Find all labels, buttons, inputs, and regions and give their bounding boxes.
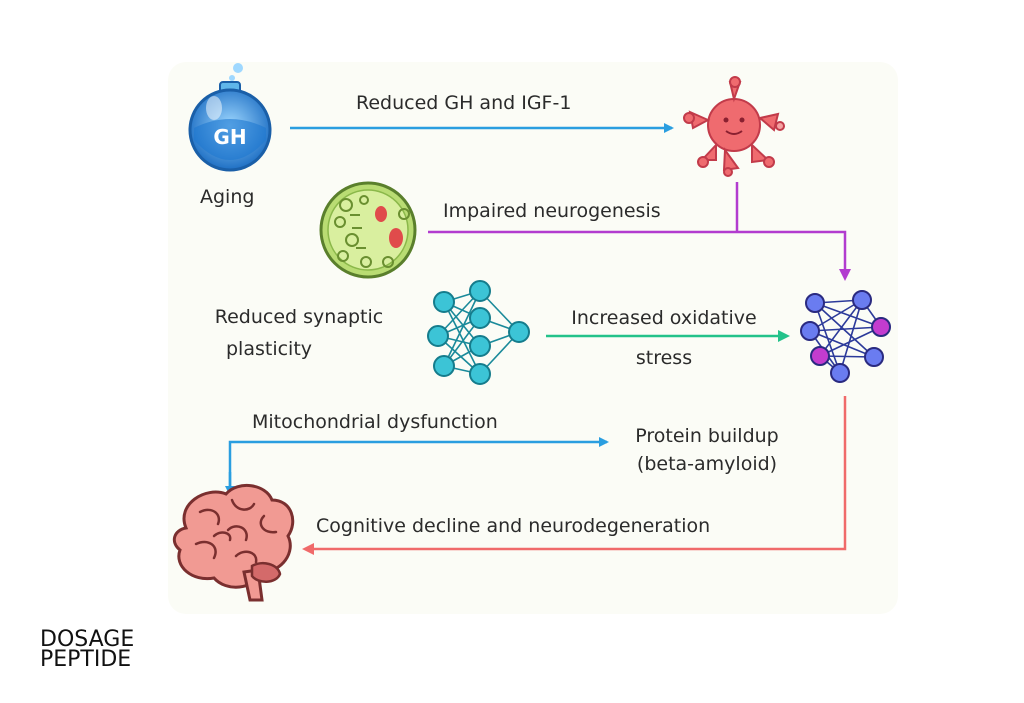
label-reduced-synaptic-line1: Reduced synaptic xyxy=(214,306,384,328)
flask-label: GH xyxy=(213,125,246,149)
label-reduced-synaptic: Reduced synaptic plasticity xyxy=(188,305,410,361)
label-protein-line2: (beta-amyloid) xyxy=(636,453,778,475)
label-aging: Aging xyxy=(200,186,255,208)
arrow-cognitive xyxy=(302,396,847,555)
brand-logo: DOSAGE PEPTIDE xyxy=(40,627,135,672)
label-reduced-gh: Reduced GH and IGF-1 xyxy=(356,92,572,114)
label-oxidative-line2: stress xyxy=(635,347,693,369)
brand-line2: PEPTIDE xyxy=(40,647,132,672)
brand-line1: DOSAGE xyxy=(40,627,135,652)
label-oxidative-stress: Increased oxidative stress xyxy=(544,306,784,370)
arrow-mitochondrial xyxy=(228,437,609,492)
label-protein-line1: Protein buildup xyxy=(635,425,779,447)
brain-icon xyxy=(172,484,295,602)
label-reduced-synaptic-line2: plasticity xyxy=(225,338,313,360)
stem-cell-icon xyxy=(319,181,417,279)
neuron-cell-icon xyxy=(683,76,785,177)
neural-network-icon xyxy=(427,280,530,385)
label-oxidative-line1: Increased oxidative xyxy=(571,307,757,329)
label-cognitive-decline: Cognitive decline and neurodegeneration xyxy=(316,515,711,537)
label-impaired-neurogenesis: Impaired neurogenesis xyxy=(443,200,661,222)
flask-icon xyxy=(188,63,272,172)
oxidative-network-icon xyxy=(800,290,891,383)
arrow-neurogenesis xyxy=(428,230,851,281)
label-protein-buildup: Protein buildup (beta-amyloid) xyxy=(612,424,802,476)
label-mitochondrial: Mitochondrial dysfunction xyxy=(252,411,498,433)
